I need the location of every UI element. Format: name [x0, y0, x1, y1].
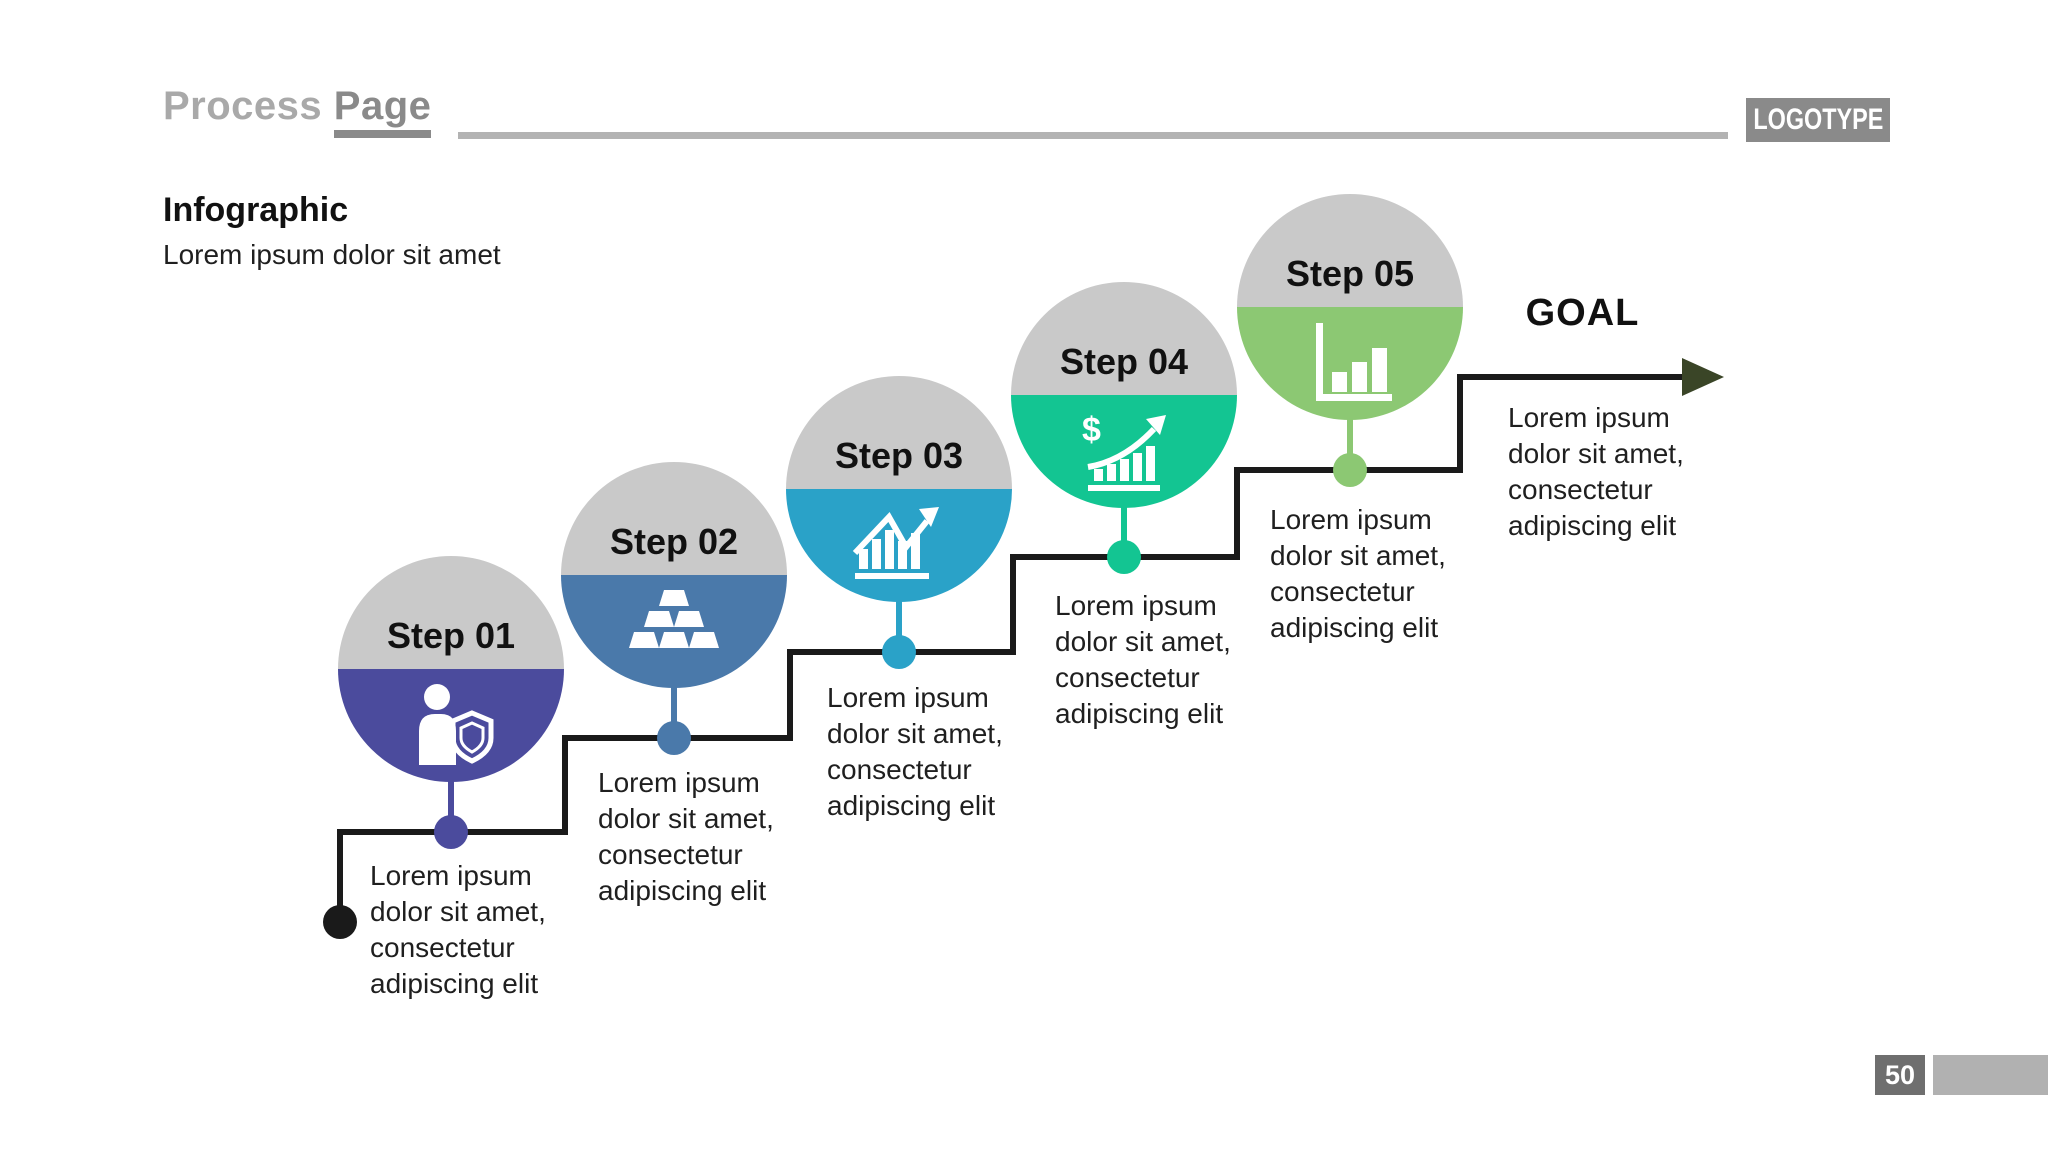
money-growth-icon: $ — [1082, 411, 1166, 491]
step-04-label: Step 04 — [1059, 341, 1189, 382]
step-01-description: Lorem ipsum dolor sit amet, consectetur … — [370, 860, 546, 999]
step-04-circle: Step 04 $ — [1011, 282, 1237, 508]
infographic-title: Infographic — [163, 191, 349, 229]
step-03-description: Lorem ipsum dolor sit amet, consectetur … — [827, 682, 1003, 821]
step-03-circle: Step 03 — [786, 376, 1012, 602]
infographic-heading: Infographic Lorem ipsum dolor sit amet — [163, 190, 501, 271]
footer-bar — [1933, 1055, 2048, 1095]
step-01-circle: Step 01 — [338, 556, 564, 782]
dollar-glyph: $ — [1082, 411, 1101, 449]
step-01-dot — [434, 815, 468, 849]
step-05-dot — [1333, 453, 1367, 487]
step-02-description: Lorem ipsum dolor sit amet, consectetur … — [598, 767, 774, 906]
goal-arrowhead-icon — [1682, 358, 1724, 396]
step-03-dot — [882, 635, 916, 669]
logotype-badge: LOGOTYPE — [1746, 98, 1890, 142]
step-02-dot — [657, 721, 691, 755]
page-number-badge: 50 — [1875, 1055, 1925, 1095]
step-02-label: Step 02 — [609, 521, 739, 562]
bar-chart-icon — [1316, 323, 1392, 401]
step-05-circle: Step 05 — [1237, 194, 1463, 420]
start-dot — [323, 905, 357, 939]
page-title-light: Process — [163, 84, 323, 128]
page-title-dark: Page — [333, 84, 432, 138]
person-shield-icon — [419, 684, 494, 765]
logotype-text: LOGOTYPE — [1752, 103, 1884, 136]
page-title: Process Page — [163, 84, 432, 138]
step-02-circle: Step 02 — [561, 462, 787, 688]
goal-description: Lorem ipsum dolor sit amet, consectetur … — [1508, 402, 1684, 541]
header-divider — [458, 132, 1728, 139]
step-05-description: Lorem ipsum dolor sit amet, consectetur … — [1270, 504, 1446, 643]
step-05-label: Step 05 — [1285, 253, 1415, 294]
step-03-label: Step 03 — [834, 435, 964, 476]
staircase-path — [337, 374, 1702, 922]
step-04-description: Lorem ipsum dolor sit amet, consectetur … — [1055, 590, 1231, 729]
gold-bars-icon — [629, 590, 719, 648]
step-04-dot — [1107, 540, 1141, 574]
page-number: 50 — [1884, 1059, 1916, 1090]
step-01-label: Step 01 — [386, 615, 516, 656]
goal-label: GOAL — [1525, 292, 1640, 334]
growth-chart-icon — [852, 507, 939, 579]
infographic-subtitle: Lorem ipsum dolor sit amet — [163, 238, 501, 270]
